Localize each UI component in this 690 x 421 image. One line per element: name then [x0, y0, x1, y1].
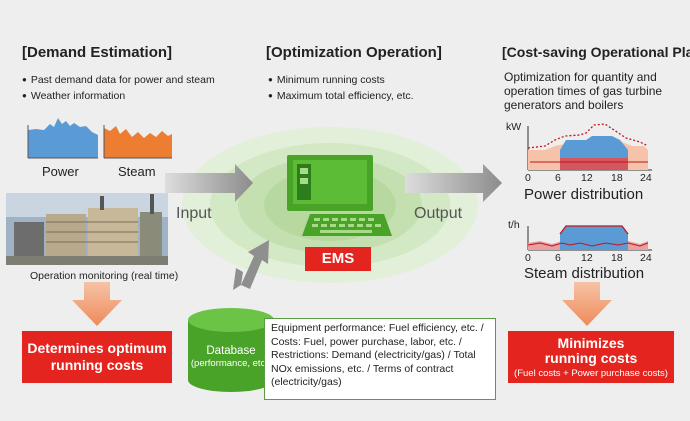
optimization-title: [Optimization Operation] — [266, 44, 442, 61]
determines-optimum-box: Determines optimum running costs — [22, 331, 172, 383]
ems-computer-icon — [287, 155, 392, 236]
output-label: Output — [414, 205, 463, 222]
ems-badge: EMS — [305, 247, 371, 271]
steam-tick: 24 — [640, 252, 652, 264]
left-down-arrow — [72, 282, 122, 326]
power-distribution-title: Power distribution — [524, 186, 644, 203]
optimization-bullets: Minimum running costs Maximum total effi… — [268, 72, 414, 104]
steam-tick: 6 — [555, 252, 561, 264]
steam-distribution-chart — [527, 225, 652, 251]
minimizes-costs-sub: (Fuel costs + Power purchase costs) — [514, 368, 668, 379]
demand-bullet-item: Weather information — [22, 88, 215, 104]
steam-unit: t/h — [508, 219, 520, 231]
plan-title: [Cost-saving Operational Plan] — [502, 44, 690, 60]
steam-distribution-title: Steam distribution — [524, 265, 645, 282]
demand-bullets: Past demand data for power and steam Wea… — [22, 72, 215, 104]
demand-title: [Demand Estimation] — [22, 44, 173, 61]
steam-tick: 0 — [525, 252, 531, 264]
database-icon — [188, 308, 274, 392]
power-unit: kW — [506, 121, 522, 133]
database-labels: Database (performance, etc.) — [188, 345, 274, 370]
power-tick: 24 — [640, 172, 652, 184]
steam-label: Steam — [118, 164, 156, 179]
database-info-box: Equipment performance: Fuel efficiency, … — [264, 318, 496, 400]
plan-description: Optimization for quantity and operation … — [504, 70, 663, 112]
power-tick: 6 — [555, 172, 561, 184]
input-arrow — [165, 164, 253, 202]
minimizes-costs-title: Minimizes running costs — [544, 335, 638, 366]
power-distribution-chart — [527, 123, 652, 171]
power-tick: 18 — [611, 172, 623, 184]
plant-photo — [6, 193, 168, 265]
database-link-arrow — [233, 240, 269, 290]
power-label: Power — [42, 164, 79, 179]
database-sub-label: (performance, etc.) — [190, 358, 272, 369]
optimization-bullet-item: Maximum total efficiency, etc. — [268, 88, 414, 104]
steam-tick: 12 — [581, 252, 593, 264]
power-tick: 12 — [581, 172, 593, 184]
power-sparkline — [27, 118, 98, 159]
input-label: Input — [176, 205, 212, 222]
optimization-bullet-item: Minimum running costs — [268, 72, 414, 88]
output-arrow — [405, 164, 502, 202]
right-down-arrow — [562, 282, 612, 326]
minimizes-costs-box: Minimizes running costs (Fuel costs + Po… — [508, 331, 674, 383]
steam-sparkline — [103, 125, 172, 159]
photo-caption: Operation monitoring (real time) — [30, 270, 179, 282]
database-label: Database — [206, 345, 256, 357]
demand-bullet-item: Past demand data for power and steam — [22, 72, 215, 88]
determines-optimum-text: Determines optimum running costs — [27, 340, 167, 373]
power-tick: 0 — [525, 172, 531, 184]
steam-tick: 18 — [611, 252, 623, 264]
